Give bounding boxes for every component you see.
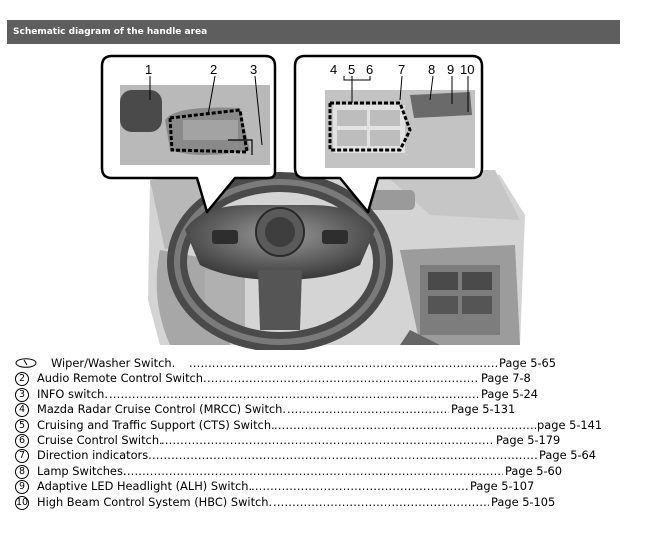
list-item: 2 Audio Remote Control Switch. .........… bbox=[15, 371, 615, 387]
list-item: 3 INFO switch. .........................… bbox=[15, 387, 615, 402]
callout-label: 10 bbox=[460, 62, 474, 77]
item-page: Page 5-107 bbox=[470, 479, 535, 494]
list-item: 5 Cruising and Traffic Support (CTS) Swi… bbox=[15, 418, 615, 433]
callout-label: 2 bbox=[210, 62, 217, 77]
item-number: 6 bbox=[15, 433, 29, 448]
callout-label: 4 bbox=[330, 62, 337, 77]
item-label: Cruising and Traffic Support (CTS) Switc… bbox=[37, 417, 275, 432]
item-number: 8 bbox=[15, 464, 29, 479]
callout-label: 6 bbox=[366, 62, 373, 77]
item-page: Page 7-8 bbox=[481, 371, 531, 386]
callout-label: 8 bbox=[428, 62, 435, 77]
item-number: 9 bbox=[15, 480, 29, 495]
list-item: 7 Direction indicators. ................… bbox=[15, 448, 615, 464]
steering-wheel-diagram: 1 2 3 4 5 6 7 8 9 10 bbox=[100, 54, 525, 350]
item-label: INFO switch. bbox=[37, 386, 109, 401]
item-page: Page 5-24 bbox=[481, 386, 539, 401]
item-page: Page 5-105 bbox=[491, 494, 556, 509]
callout-label: 3 bbox=[250, 62, 257, 77]
item-page: Page 5-131 bbox=[451, 402, 516, 417]
item-page: Page 5-64 bbox=[539, 448, 597, 463]
item-label: Lamp Switches. bbox=[37, 463, 127, 478]
item-label: Direction indicators. bbox=[37, 448, 152, 463]
item-number: 2 bbox=[15, 372, 29, 387]
switch-index-list: Wiper/Washer Switch. ...................… bbox=[15, 356, 615, 510]
item-page: page 5-141 bbox=[537, 417, 603, 432]
item-label: Mazda Radar Cruise Control (MRCC) Switch… bbox=[37, 402, 287, 417]
item-label: Adaptive LED Headlight (ALH) Switch. bbox=[37, 479, 253, 494]
item-label: Cruise Control Switch. bbox=[37, 432, 163, 447]
list-item: 4 Mazda Radar Cruise Control (MRCC) Swit… bbox=[15, 402, 615, 418]
list-item: 6 Cruise Control Switch. ...............… bbox=[15, 433, 615, 448]
list-item: 9 Adaptive LED Headlight (ALH) Switch. .… bbox=[15, 479, 615, 495]
callout-label: 9 bbox=[447, 62, 454, 77]
wiper-item-icon bbox=[15, 358, 37, 368]
list-item: 8 Lamp Switches. .......................… bbox=[15, 464, 615, 479]
steering-wheel bbox=[167, 172, 393, 350]
item-number: 5 bbox=[15, 418, 29, 433]
callout-label: 1 bbox=[145, 62, 152, 77]
item-page: Page 5-179 bbox=[496, 432, 561, 447]
item-label: High Beam Control System (HBC) Switch. bbox=[37, 494, 273, 509]
right-callout: 4 5 6 7 8 9 10 bbox=[293, 54, 484, 214]
item-label: Audio Remote Control Switch. bbox=[37, 371, 207, 386]
list-item: Wiper/Washer Switch. ...................… bbox=[15, 356, 615, 371]
item-page: Page 5-65 bbox=[499, 356, 557, 370]
callout-label: 7 bbox=[398, 62, 405, 77]
callout-label: 5 bbox=[348, 62, 355, 77]
section-header: Schematic diagram of the handle area bbox=[7, 20, 620, 44]
item-number: 4 bbox=[15, 403, 29, 418]
left-callout: 1 2 3 bbox=[100, 54, 277, 214]
item-number: 3 bbox=[15, 387, 29, 402]
item-page: Page 5-60 bbox=[505, 463, 563, 478]
item-number: 7 bbox=[15, 449, 29, 464]
item-number: 10 bbox=[15, 495, 29, 510]
list-item: 10 High Beam Control System (HBC) Switch… bbox=[15, 494, 556, 510]
item-label: Wiper/Washer Switch. bbox=[51, 356, 176, 370]
